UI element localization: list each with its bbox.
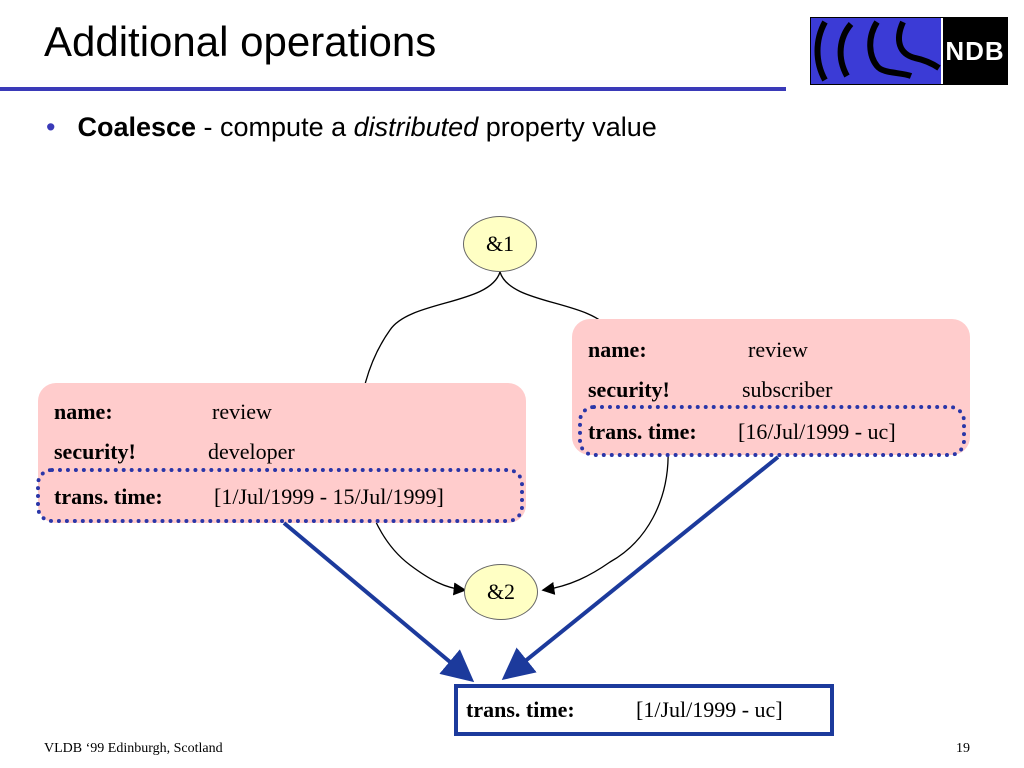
left-time-label: trans. time: (54, 484, 163, 509)
bullet-text-before: - compute a (196, 112, 354, 142)
result-time-value: [1/Jul/1999 - uc] (636, 697, 783, 722)
arrow-right-to-result (501, 455, 780, 681)
left-record-panel: name: review security! developer trans. ti… (38, 383, 526, 523)
left-name-label: name: (54, 399, 113, 424)
right-time-value: [16/Jul/1999 - uc] (738, 419, 896, 444)
page-number: 19 (956, 741, 970, 756)
right-time-row: trans. time: [16/Jul/1999 - uc] (588, 419, 896, 445)
left-security-row: security! developer (54, 439, 295, 465)
left-name-row: name: review (54, 399, 272, 425)
title-underline (0, 87, 786, 91)
bullet-emphasis: distributed (353, 112, 479, 142)
left-security-label: security! (54, 439, 136, 464)
right-time-highlight (578, 405, 966, 457)
coalesced-result-box: trans. time: [1/Jul/1999 - uc] (454, 684, 834, 736)
node-2: &2 (464, 564, 538, 620)
logo-text: NDB (943, 18, 1007, 84)
bullet-term: Coalesce (77, 112, 197, 142)
arrow-left-to-result (282, 521, 475, 683)
right-name-label: name: (588, 337, 647, 362)
right-time-label: trans. time: (588, 419, 697, 444)
bullet-text-after: property value (478, 112, 657, 142)
logo-wave-art (811, 18, 941, 84)
right-name-row: name: review (588, 337, 808, 363)
slide-title: Additional operations (44, 18, 437, 65)
right-security-value: subscriber (742, 377, 833, 402)
right-record-panel: name: review security! subscriber trans. t… (572, 319, 970, 455)
ndb-logo: NDB (810, 17, 1008, 85)
left-time-value: [1/Jul/1999 - 15/Jul/1999] (214, 484, 444, 509)
bullet-dot-icon: • (46, 112, 56, 142)
footer-text: VLDB ‘99 Edinburgh, Scotland (44, 741, 223, 756)
right-security-row: security! subscriber (588, 377, 832, 403)
left-name-value: review (212, 399, 272, 424)
bullet-item: • Coalesce - compute a distributed proper… (46, 112, 657, 143)
left-security-value: developer (208, 439, 295, 464)
left-time-highlight (36, 468, 524, 523)
result-time-label: trans. time: (466, 697, 575, 722)
right-name-value: review (748, 337, 808, 362)
node-1: &1 (463, 216, 537, 272)
right-security-label: security! (588, 377, 670, 402)
left-time-row: trans. time: [1/Jul/1999 - 15/Jul/1999] (54, 484, 444, 510)
